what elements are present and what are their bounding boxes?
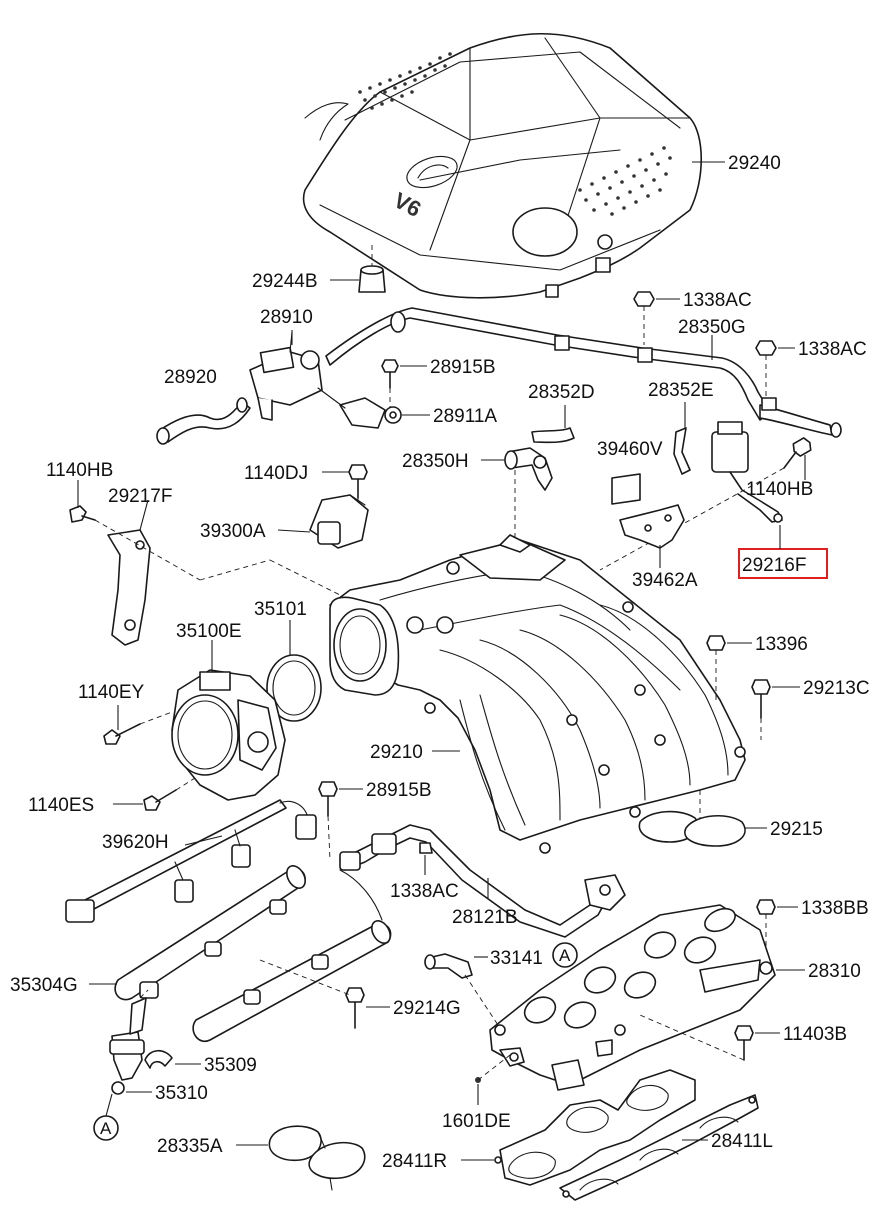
hose-28920 [156,397,251,445]
highlight-box-29216F [738,548,828,579]
bolt-28915B-mid [318,781,338,861]
label-1140EY: 1140EY [78,682,145,703]
label-29214G: 29214G [393,998,461,1019]
label-28352D: 28352D [528,382,595,403]
hose-28352E [673,402,691,475]
label-1140HB-right: 1140HB [746,479,813,500]
label-29240: 29240 [728,153,781,174]
label-28920: 28920 [164,367,217,388]
harness-39620H [65,799,317,923]
label-39620H: 39620H [102,832,169,853]
label-29244B: 29244B [252,271,318,292]
label-35101: 35101 [254,599,307,620]
intake-manifold-29210 [329,534,746,854]
fitting-28350H [504,447,553,540]
plug-1601DE [475,1054,511,1105]
grommet-29244B [358,245,386,293]
label-1140HB-left: 1140HB [46,460,113,481]
gasket-29215 [638,790,746,847]
fuel-rail-lower [192,869,392,1043]
label-39462A: 39462A [632,570,698,591]
bolt-1140HB-left [69,480,96,523]
clip-35309 [144,1049,173,1069]
label-33141: 33141 [490,948,543,969]
ref-label-A-top: A [559,946,571,965]
label-29213C: 29213C [803,678,870,699]
bracket-28911A [317,387,402,429]
bolt-1140EY [103,705,173,745]
fuel-rail-35304G [114,865,306,1001]
label-29217F: 29217F [108,486,172,507]
label-28335A: 28335A [157,1136,223,1157]
cover-dot-pattern-left [358,52,452,110]
label-28915B-top: 28915B [430,357,496,378]
gasket-28335A [268,1125,366,1191]
label-1140ES: 1140ES [28,795,94,816]
label-39300A: 39300A [200,521,266,542]
label-28411R: 28411R [382,1151,447,1172]
nut-1338AC-b [755,340,777,398]
bolt-29213C [751,679,771,740]
gasket-35101 [266,620,322,722]
ref-label-A-bottom: A [100,1119,112,1138]
injector-35310 [109,989,149,1095]
label-29210: 29210 [370,742,423,763]
label-11403B: 11403B [783,1024,847,1045]
throttle-body-35100E [171,640,286,801]
label-1338AC-c: 1338AC [390,881,459,902]
label-39460V: 39460V [597,439,663,460]
label-13396: 13396 [755,634,808,655]
bolt-11403B [639,1014,754,1061]
lower-manifold-28310 [489,904,776,1091]
label-35100E: 35100E [176,621,242,642]
label-28310: 28310 [808,961,861,982]
label-28911A: 28911A [433,406,497,427]
label-28915B-mid: 28915B [366,780,432,801]
hose-28350G [325,307,842,438]
label-28411L: 28411L [711,1131,773,1152]
label-28910: 28910 [260,307,313,328]
gasket-28411R [494,1069,696,1186]
label-28350G: 28350G [678,317,746,338]
bolt-1140HB-right [599,437,812,571]
label-28352E: 28352E [648,380,714,401]
label-1338AC-b: 1338AC [798,339,867,360]
bracket-39462A [611,473,685,549]
purge-valve-28910 [249,331,323,421]
solenoid-39460V [711,421,783,523]
sensor-39300A [309,494,369,549]
bolt-1140ES [143,777,196,811]
fitting-33141 [424,953,499,1026]
label-1601DE: 1601DE [442,1111,511,1132]
manifold-flange [329,596,400,696]
label-35304G: 35304G [10,975,78,996]
label-28121B: 28121B [452,907,518,928]
engine-cover: V6 [302,32,702,299]
label-29215: 29215 [770,819,823,840]
bolt-28915B-top [381,359,399,410]
label-1338BB: 1338BB [801,898,869,919]
cover-dot-pattern-right [578,146,672,216]
ref-circle-A-top [552,942,578,968]
label-1140DJ: 1140DJ [244,463,308,484]
stud-13396 [706,635,726,700]
label-35310: 35310 [155,1083,208,1104]
bolt-29214G [259,959,365,1029]
label-35309: 35309 [204,1055,257,1076]
label-29216F: 29216F [742,555,806,576]
hose-28352D [531,405,575,444]
gasket-28411L [559,1094,759,1201]
nut-1338AC-a [633,291,655,345]
label-1338AC-a: 1338AC [683,290,752,311]
label-28350H: 28350H [402,451,469,472]
bracket-29217F [94,519,371,646]
pipe-28121B [339,824,626,938]
